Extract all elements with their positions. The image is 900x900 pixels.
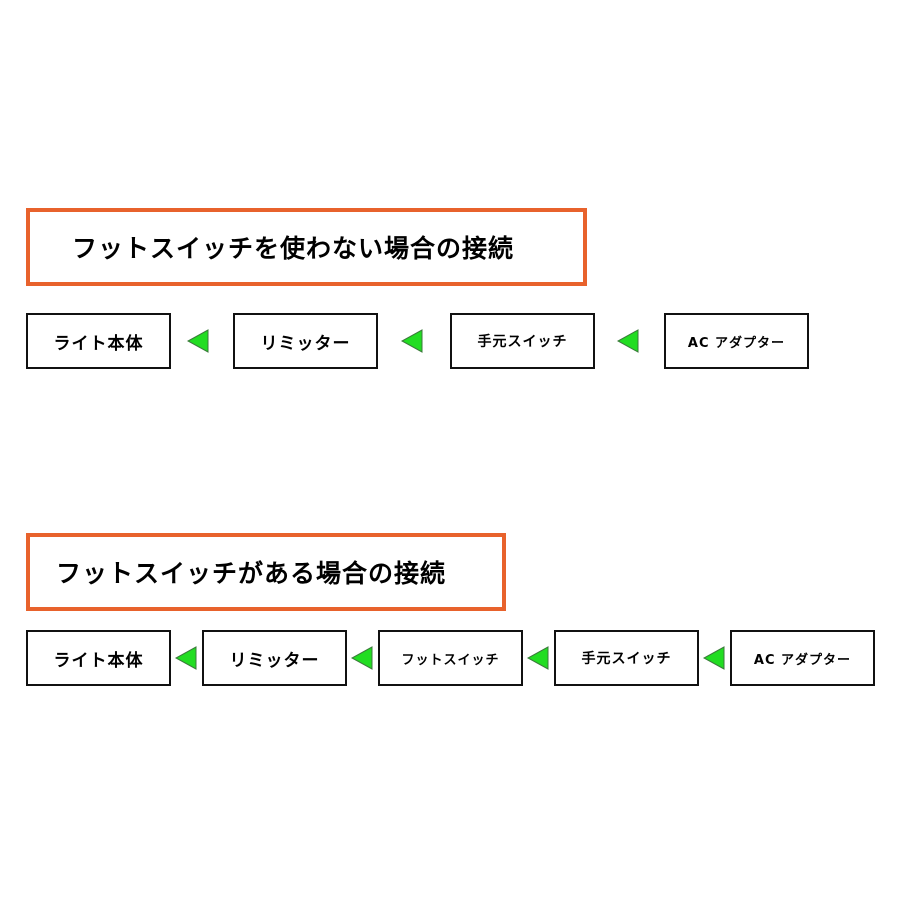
node-limiter: リミッター	[233, 313, 378, 369]
arrow-left-icon	[186, 329, 210, 353]
node-hand-switch: 手元スイッチ	[554, 630, 699, 686]
arrow-left-icon	[400, 329, 424, 353]
node-light-body: ライト本体	[26, 630, 171, 686]
node-hand-switch: 手元スイッチ	[450, 313, 595, 369]
node-light-body: ライト本体	[26, 313, 171, 369]
node-ac-adapter: AC アダプター	[730, 630, 875, 686]
arrow-left-icon	[350, 646, 374, 670]
section-title-text: フットスイッチがある場合の接続	[56, 559, 447, 588]
node-ac-adapter: AC アダプター	[664, 313, 809, 369]
arrow-left-icon	[526, 646, 550, 670]
section-title-with-footswitch: フットスイッチがある場合の接続	[26, 533, 506, 611]
section-title-text: フットスイッチを使わない場合の接続	[72, 234, 515, 263]
node-limiter: リミッター	[202, 630, 347, 686]
section-title-without-footswitch: フットスイッチを使わない場合の接続	[26, 208, 587, 286]
arrow-left-icon	[616, 329, 640, 353]
arrow-left-icon	[702, 646, 726, 670]
arrow-left-icon	[174, 646, 198, 670]
node-foot-switch: フットスイッチ	[378, 630, 523, 686]
